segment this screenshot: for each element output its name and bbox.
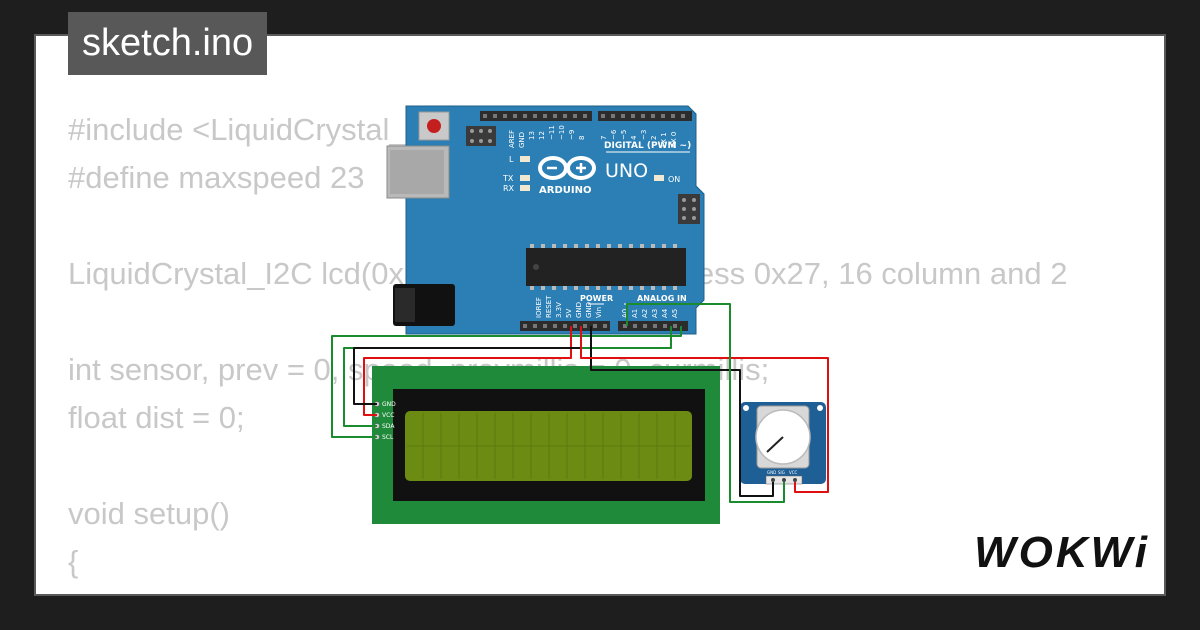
uno-label: UNO (605, 160, 648, 182)
lcd-pin-label: SDA (382, 423, 395, 430)
gnd-label: GND (518, 132, 526, 148)
lcd-pin-label: GND (382, 401, 396, 408)
analog-header-label: ANALOG IN (637, 294, 687, 303)
pin-label: TX 1 (660, 132, 668, 149)
lcd-display[interactable]: GND VCC SDA SCL (372, 366, 720, 524)
power-pin-label: GND (575, 302, 583, 318)
icsp-header (466, 126, 496, 146)
analog-pin-label: A1 (631, 309, 639, 318)
pin-label: RX 0 (670, 132, 678, 148)
code-line: { (68, 544, 79, 579)
power-header-label: POWER (580, 294, 613, 303)
pot-pin[interactable] (771, 478, 775, 482)
power-pin-label: GND (585, 302, 593, 318)
power-pin-label: 3.3V (555, 302, 563, 318)
wire-pot-gnd[interactable] (590, 326, 774, 497)
arduino-brand-label: ARDUINO (539, 185, 591, 196)
aref-label: AREF (508, 130, 516, 148)
analog-pin-label: A5 (671, 309, 679, 318)
analog-pin-label: A4 (661, 308, 669, 318)
wire-pot-sig[interactable] (626, 303, 785, 503)
led-rx-label: RX (503, 184, 515, 193)
icsp-header-right (678, 194, 700, 224)
potentiometer[interactable]: GND SIG VCC (740, 402, 826, 485)
arduino-logo-icon (538, 156, 596, 180)
pin-label: ~6 (610, 129, 618, 140)
lcd-pin-label: SCL (382, 434, 394, 441)
wires (331, 303, 829, 503)
pin-label: ~3 (640, 130, 648, 140)
pin-label: ~9 (568, 130, 576, 140)
pin-label: ~5 (620, 130, 628, 140)
pin-label: ~11 (548, 125, 556, 140)
led-on-label: ON (668, 175, 680, 184)
code-line: void setup() (68, 496, 230, 531)
power-pin-label: 5V (565, 309, 573, 318)
pin-label: 7 (600, 136, 608, 140)
power-pin-label: IOREF (535, 297, 543, 318)
analog-pin-label: A3 (651, 309, 659, 318)
pot-pin[interactable] (793, 478, 797, 482)
pin-label: 13 (528, 131, 536, 140)
wire-scl[interactable] (331, 326, 682, 438)
wire-sda[interactable] (343, 326, 672, 427)
pot-pin[interactable] (782, 478, 786, 482)
analog-pin-label: A0 (621, 309, 629, 318)
file-name-tab[interactable]: sketch.ino (68, 12, 268, 75)
analog-pin-label: A2 (641, 309, 649, 318)
atmega-chip (526, 244, 686, 290)
digital-header-label: DIGITAL (PWM ~) (604, 141, 691, 151)
pin-label: 12 (538, 131, 546, 140)
lcd-pin-label: VCC (382, 412, 394, 419)
pin-label: ~10 (558, 125, 566, 140)
code-line: #define maxspeed 23 (68, 160, 365, 195)
pot-pin-label: SIG (778, 470, 785, 475)
code-line: lcd.init(); // initialize the lcd (68, 586, 1067, 594)
arduino-uno-board[interactable]: AREF GND 13 12 ~11 ~10 ~9 8 7 ~6 ~5 4 ~3… (386, 105, 705, 335)
power-pin-label: RESET (545, 295, 553, 318)
led-l-label: L (509, 155, 514, 164)
pin-label: 2 (650, 136, 658, 140)
wire-pot-vcc[interactable] (580, 326, 829, 493)
pin-label: 8 (578, 136, 586, 140)
power-pin-label: Vin (595, 307, 603, 318)
status-leds (520, 156, 664, 191)
code-line: float dist = 0; (68, 400, 245, 435)
wokwi-logo: WOKWi (974, 528, 1150, 577)
pot-pin-label: VCC (789, 470, 798, 475)
led-tx-label: TX (502, 174, 514, 183)
pin-label: 4 (630, 135, 638, 140)
pot-pin-label: GND (767, 470, 776, 475)
